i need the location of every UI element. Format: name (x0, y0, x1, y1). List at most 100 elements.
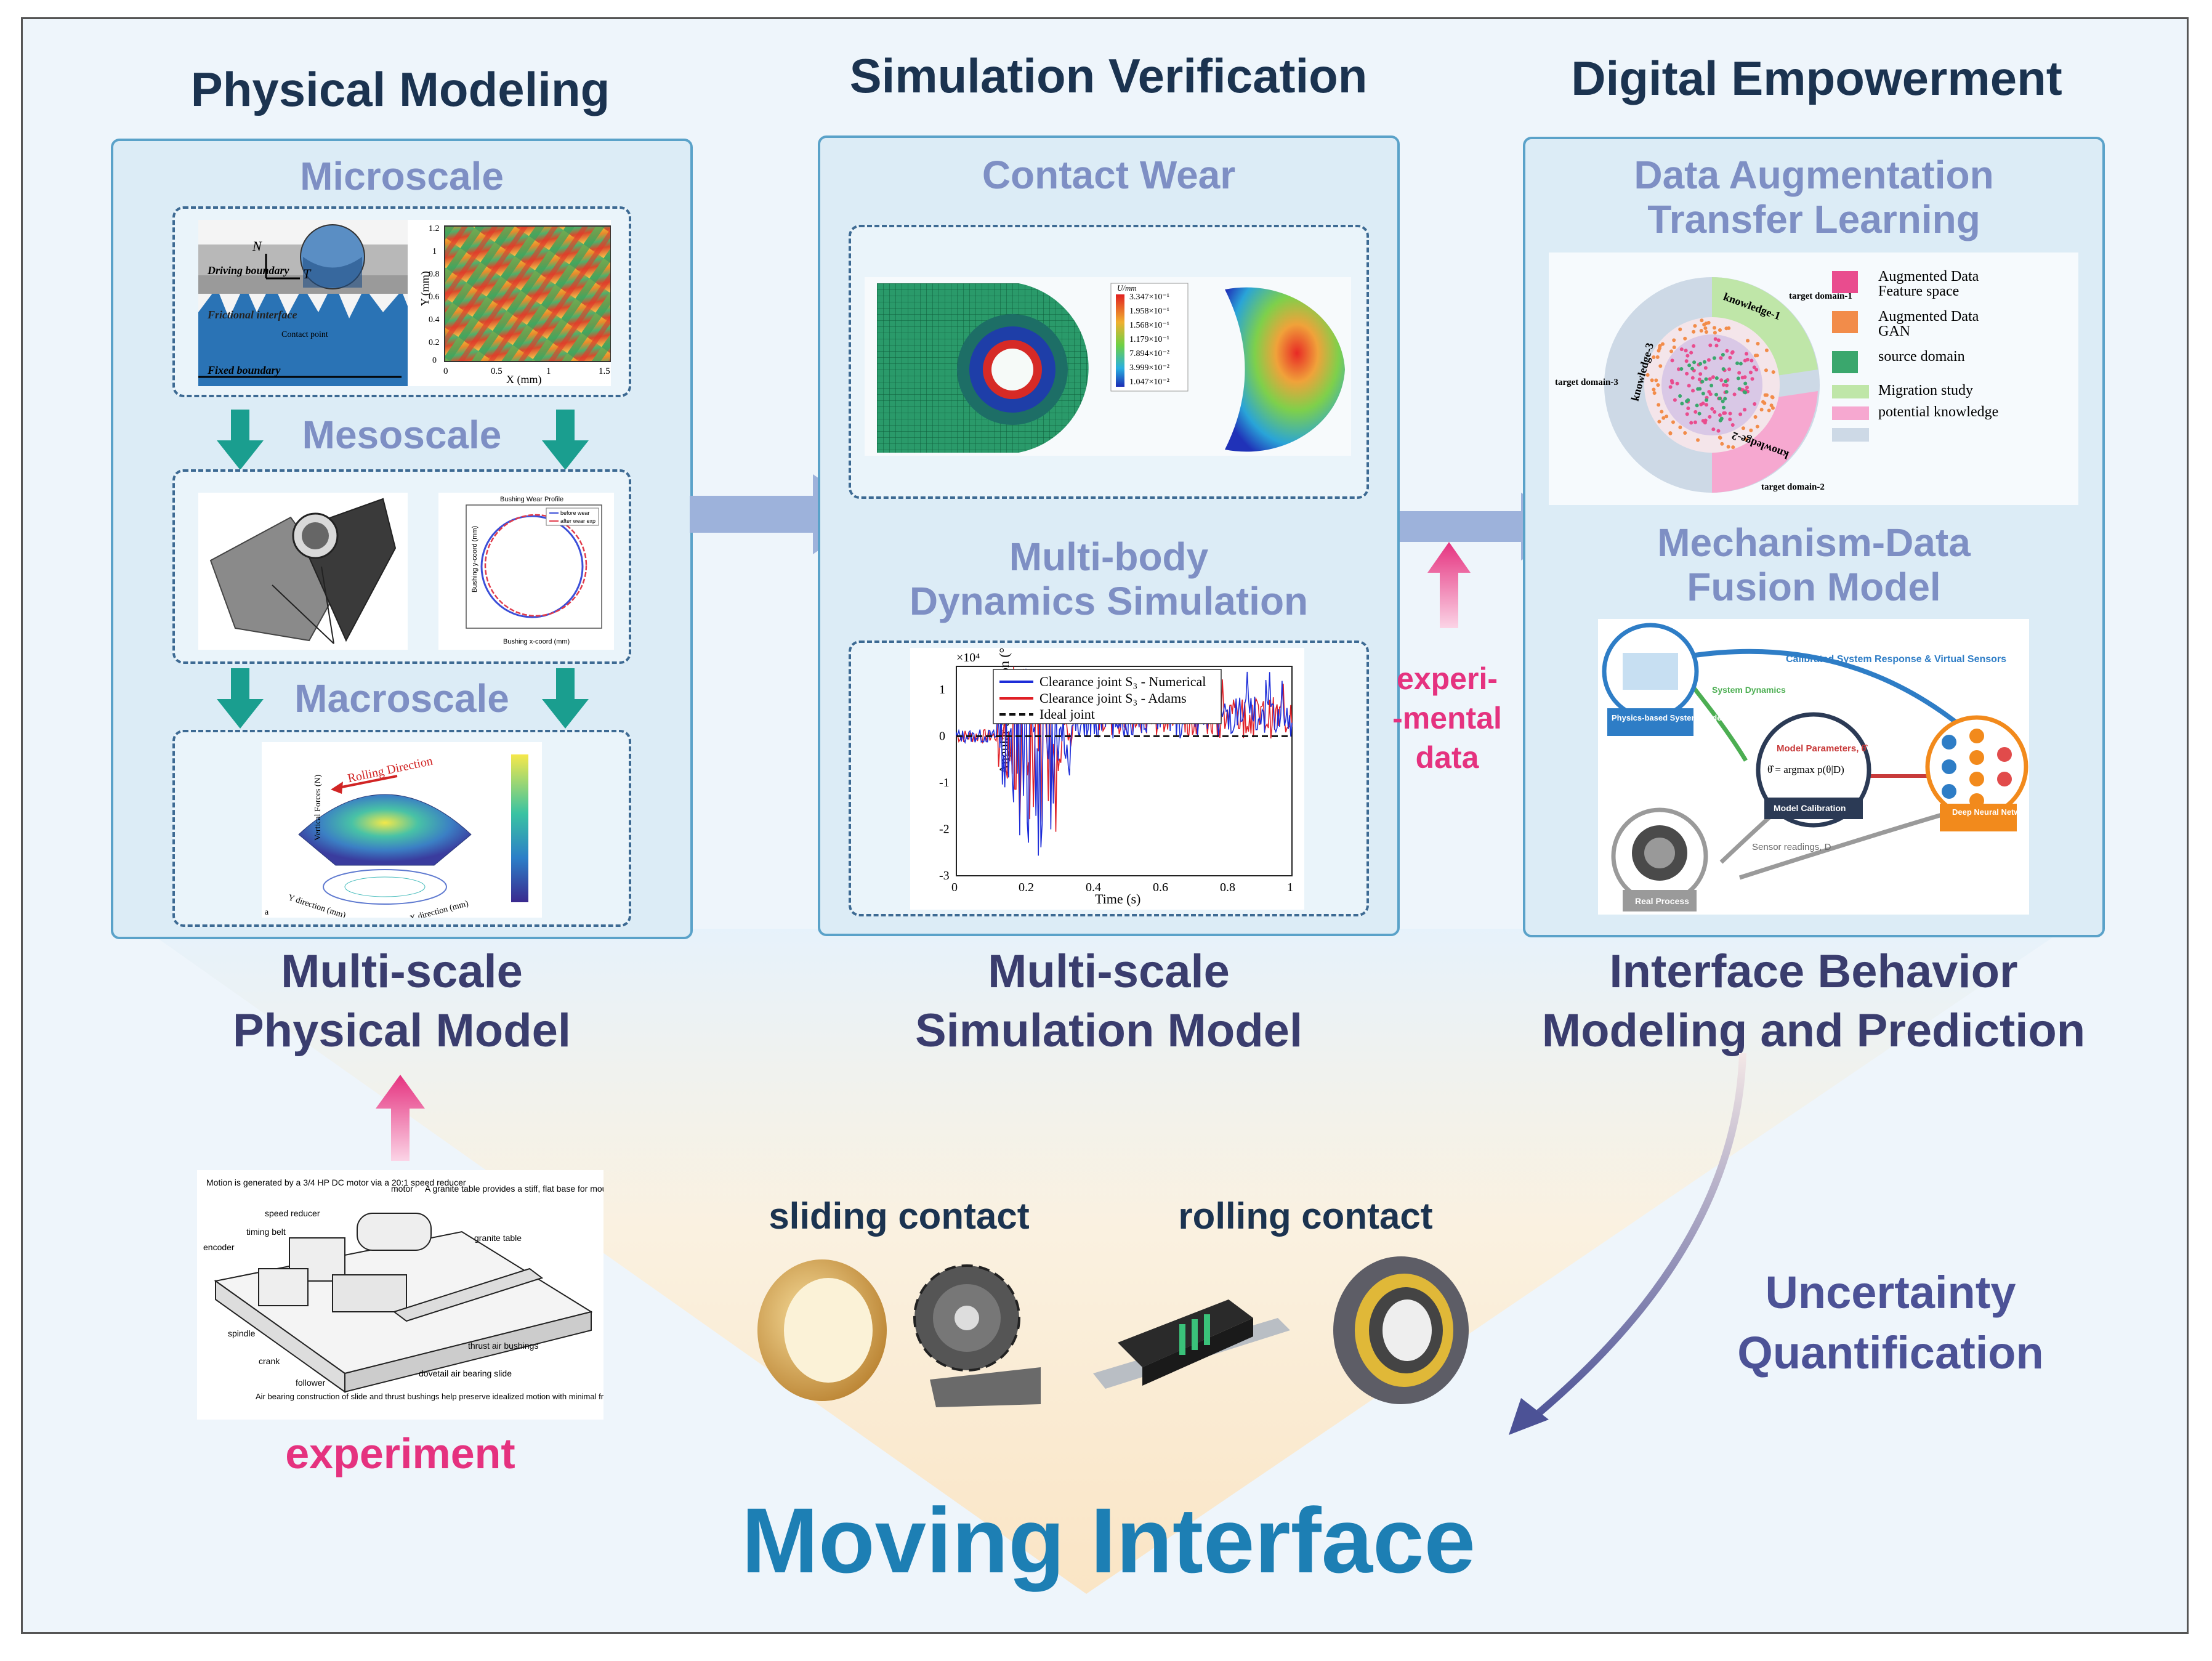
gan-dot (1660, 410, 1664, 414)
gan-dot (1755, 424, 1759, 429)
gan-dot (1699, 329, 1703, 333)
plot-xlabel: Time (s) (1095, 891, 1140, 907)
source-dot (1721, 367, 1726, 371)
feature-dot (1743, 408, 1747, 412)
legend-label-2: GAN (1878, 323, 1910, 339)
feature-dot (1745, 352, 1749, 356)
feature-dot (1713, 337, 1718, 341)
micro-ytick-6: 0 (432, 356, 437, 365)
feature-dot (1691, 389, 1695, 393)
gan-dot (1655, 355, 1660, 359)
experiment-note-motion: Motion is generated by a 3/4 HP DC motor… (206, 1178, 466, 1187)
uncertainty-arrow (1509, 1053, 1746, 1435)
gan-dot (1718, 328, 1722, 332)
micro-ytick-1: 1 (432, 247, 437, 256)
fea-legend-value: 3.347×10⁻¹ (1129, 293, 1169, 302)
feature-dot (1704, 403, 1708, 407)
feature-dot (1668, 385, 1673, 389)
experiment-part-label: crank (259, 1356, 280, 1366)
source-dot (1721, 399, 1725, 403)
feature-dot (1693, 410, 1698, 414)
experiment-part-label: encoder (203, 1242, 235, 1252)
feature-dot (1743, 375, 1747, 379)
gan-dot (1713, 331, 1717, 335)
feature-dot (1728, 417, 1732, 421)
feature-dot (1698, 372, 1703, 376)
source-dot (1695, 403, 1699, 408)
micro-n-label: N (252, 238, 262, 254)
source-dot (1721, 352, 1725, 357)
feature-dot (1701, 419, 1705, 423)
feature-dot (1690, 376, 1695, 380)
feature-dot (1750, 377, 1754, 381)
gan-dot (1671, 420, 1675, 424)
feature-dot (1708, 392, 1713, 397)
experiment-part-label: timing belt (246, 1227, 286, 1237)
source-dot (1743, 381, 1748, 386)
feature-dot (1684, 359, 1689, 363)
gear-rack-icon (913, 1264, 1041, 1407)
plot-xtick: 0.4 (1086, 881, 1101, 894)
gan-dot (1767, 408, 1771, 413)
legend-label-2: Feature space (1878, 283, 1959, 299)
legend-swatch (1832, 406, 1869, 420)
gan-dot (1657, 419, 1661, 424)
feature-dot (1675, 381, 1679, 386)
fusion-sensor-label: Sensor readings, D (1752, 842, 1831, 852)
fusion-title-line2: Fusion Model (1687, 565, 1941, 609)
gan-dot (1656, 383, 1660, 387)
legend-swatch (1832, 311, 1858, 333)
legend-label: Migration study (1878, 382, 1973, 398)
experiment-note-granite: A granite table provides a stiff, flat b… (425, 1184, 603, 1194)
experiment-part-label: speed reducer (265, 1208, 320, 1218)
micro-ytick-3: 0.6 (429, 293, 440, 302)
source-dot (1712, 356, 1716, 360)
feature-dot (1727, 367, 1732, 371)
feature-dot (1685, 371, 1689, 376)
ring-target3: target domain-3 (1555, 378, 1618, 387)
micro-ytick-5: 0.2 (429, 338, 440, 347)
fusion-model-figure: Physics-based System Model Calibrated Sy… (1598, 619, 2029, 915)
macro-zlabel: Vertical Forces (N) (313, 774, 323, 841)
feature-dot (1725, 383, 1729, 387)
sliding-contact-images (757, 1259, 1041, 1407)
gan-dot (1764, 368, 1768, 373)
plot-legend-adams: Clearance joint S₃ - Adams (1039, 690, 1187, 706)
feature-dot (1708, 343, 1713, 347)
source-dot (1702, 360, 1706, 364)
feature-dot (1710, 406, 1714, 411)
digital-bottom-line1: Interface Behavior (1609, 945, 2018, 998)
experiment-part-label: thrust air bushings (468, 1341, 538, 1351)
feature-dot (1728, 411, 1732, 416)
feature-dot (1721, 382, 1726, 387)
plot-ytick: -3 (939, 869, 950, 883)
source-dot (1724, 390, 1729, 394)
physical-bottom-caption: Multi-scale Physical Model (111, 942, 693, 1061)
experiment-part-label: dovetail air bearing slide (419, 1368, 512, 1378)
fusion-calibration-label: Model Calibration (1774, 803, 1846, 813)
multibody-title-line2: Dynamics Simulation (909, 579, 1309, 623)
gan-dot (1693, 324, 1697, 328)
source-dot (1743, 390, 1748, 395)
gan-dot (1696, 438, 1700, 442)
linear-guide-icon (1093, 1299, 1290, 1389)
feature-dot (1748, 370, 1753, 374)
legend-label: source domain (1878, 349, 1965, 365)
source-dot (1690, 366, 1695, 371)
experiment-part-label: spindle (228, 1328, 256, 1338)
gan-dot (1764, 348, 1769, 352)
gan-dot (1652, 391, 1657, 395)
roller-bearing-icon (1333, 1256, 1469, 1404)
gan-dot (1703, 326, 1708, 330)
plot-legend-numerical: Clearance joint S₃ - Numerical (1039, 674, 1206, 689)
experiment-figure: Motion is generated by a 3/4 HP DC motor… (197, 1170, 603, 1420)
feature-dot (1676, 367, 1681, 371)
micro-ytick-2: 0.8 (429, 270, 440, 279)
source-dot (1686, 398, 1690, 402)
gan-dot (1731, 445, 1735, 450)
gan-dot (1652, 355, 1656, 360)
feature-dot (1670, 358, 1674, 363)
legend-label: potential knowledge (1878, 404, 1998, 420)
fusion-title-line1: Mechanism-Data (1657, 520, 1971, 565)
plot-legend-ideal: Ideal joint (1039, 706, 1095, 722)
